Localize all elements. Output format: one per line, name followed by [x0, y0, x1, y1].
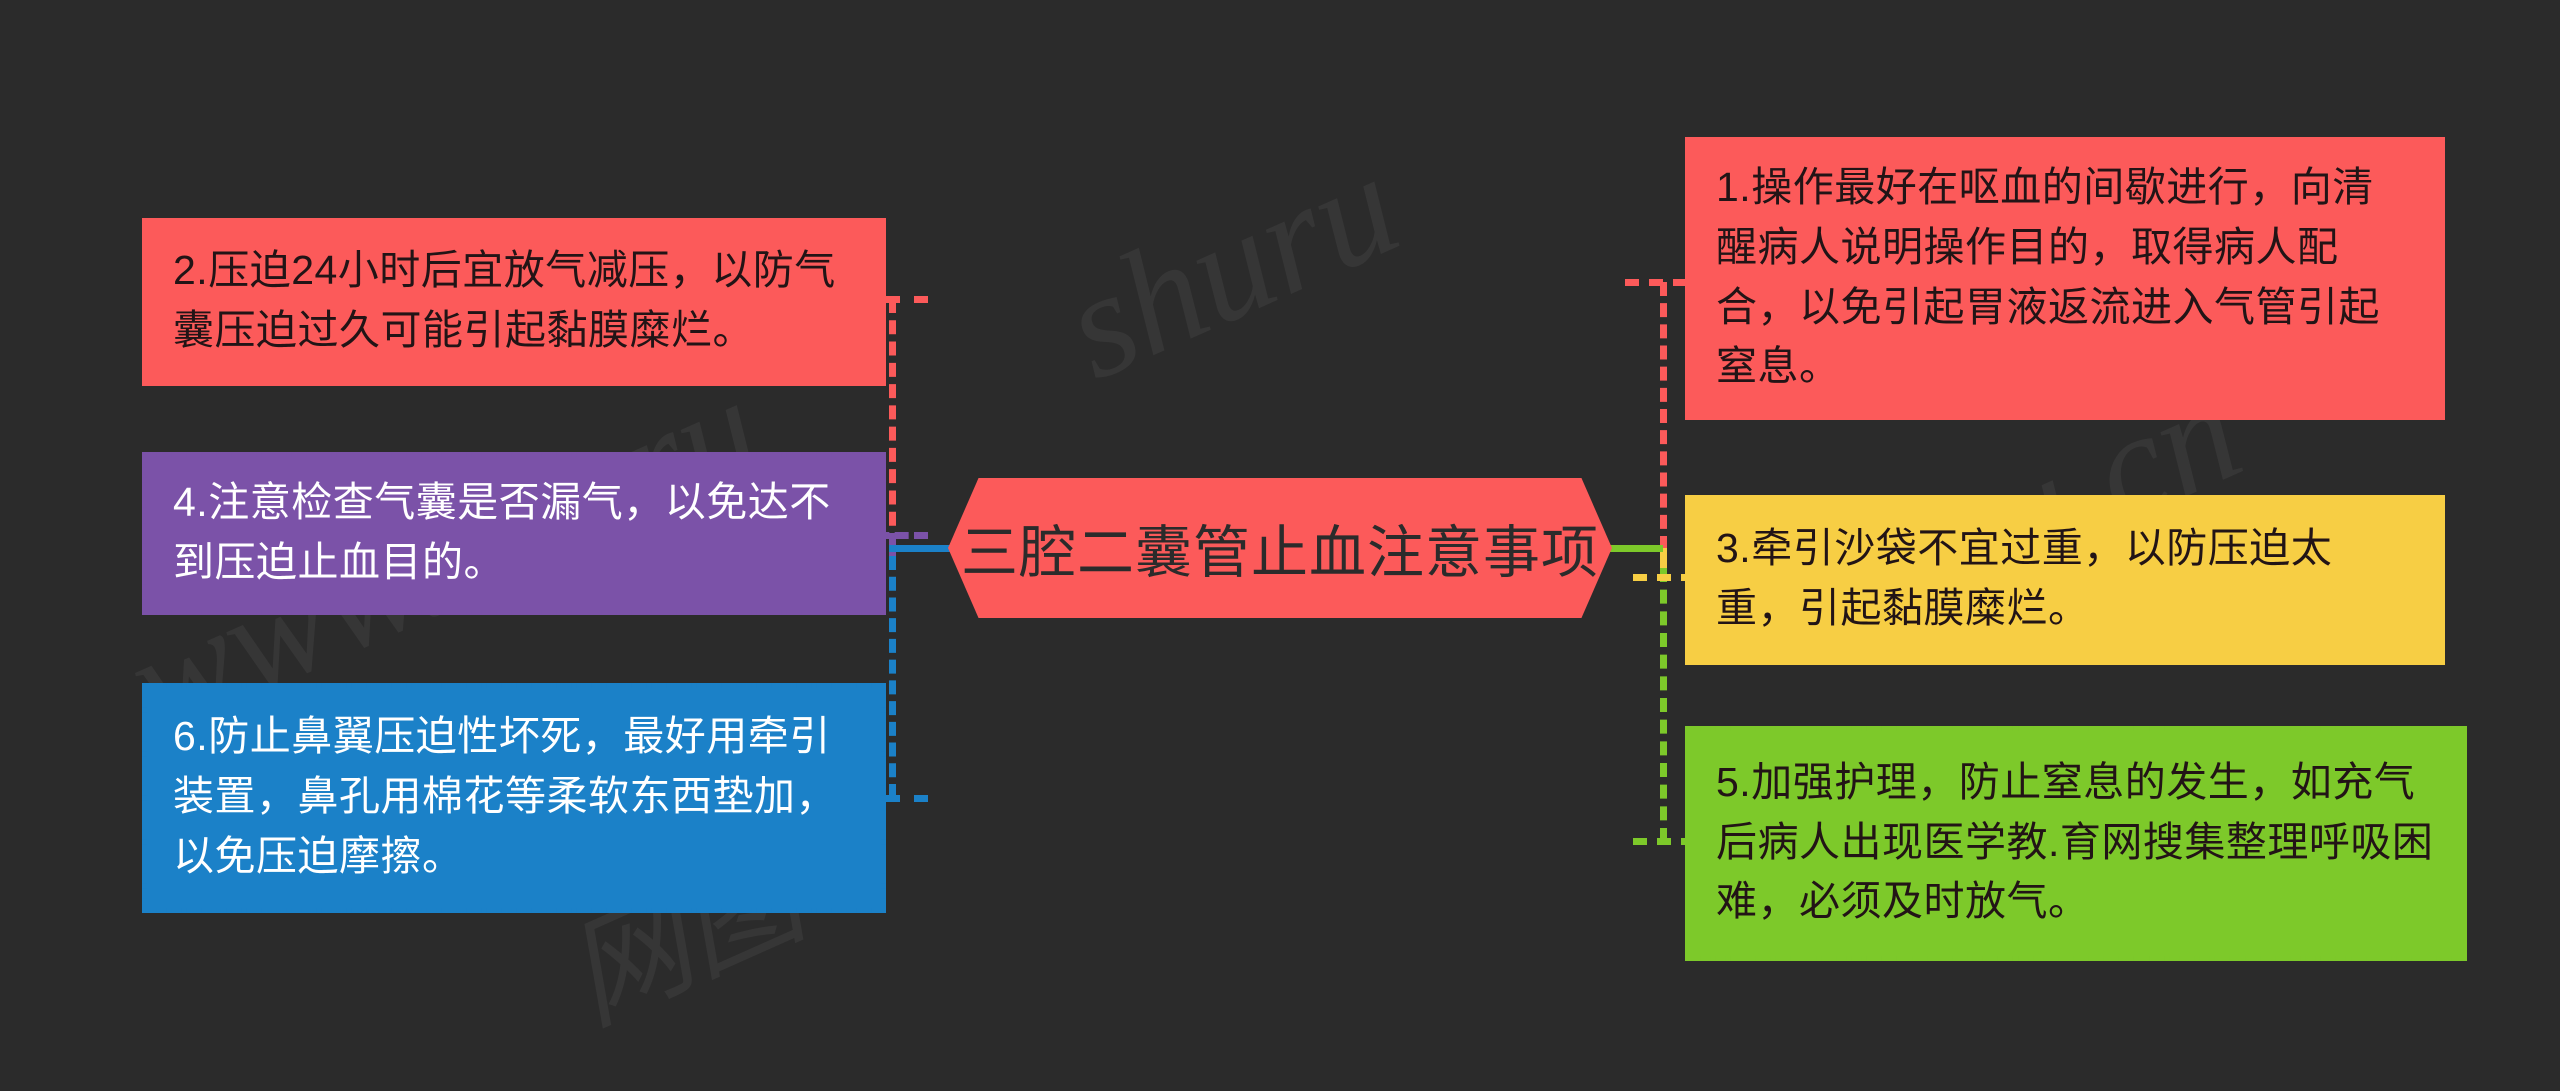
connector-right-green: [1660, 568, 1667, 842]
topic-node-4[interactable]: 4.注意检查气囊是否漏气，以免达不到压迫止血目的。: [142, 452, 886, 615]
topic-node-3[interactable]: 3.牵引沙袋不宜过重，以防压迫太重，引起黏膜糜烂。: [1685, 495, 2445, 665]
topic-node-2[interactable]: 2.压迫24小时后宜放气减压，以防气囊压迫过久可能引起黏膜糜烂。: [142, 218, 886, 386]
topic-node-6-text: 6.防止鼻翼压迫性坏死，最好用牵引装置，鼻孔用棉花等柔软东西垫加，以免压迫摩擦。: [173, 713, 837, 879]
topic-node-2-text: 2.压迫24小时后宜放气减压，以防气囊压迫过久可能引起黏膜糜烂。: [173, 247, 836, 353]
topic-node-6[interactable]: 6.防止鼻翼压迫性坏死，最好用牵引装置，鼻孔用棉花等柔软东西垫加，以免压迫摩擦。: [142, 683, 886, 913]
connector-stub-node-6: [886, 795, 928, 802]
connector-left-red: [889, 299, 896, 547]
connector-stub-node-4: [856, 532, 928, 539]
topic-node-1-text: 1.操作最好在呕血的间歇进行，向清醒病人说明操作目的，取得病人配合，以免引起胃液…: [1716, 163, 2380, 390]
topic-node-3-text: 3.牵引沙袋不宜过重，以防压迫太重，引起黏膜糜烂。: [1716, 525, 2333, 631]
connector-right-red: [1660, 282, 1667, 550]
topic-node-1[interactable]: 1.操作最好在呕血的间歇进行，向清醒病人说明操作目的，取得病人配合，以免引起胃液…: [1685, 137, 2445, 420]
connector-stub-node-2: [886, 296, 928, 303]
central-topic-title: 三腔二囊管止血注意事项: [961, 521, 1599, 585]
topic-node-5-text: 5.加强护理，防止窒息的发生，如充气后病人出现医学教.育网搜集整理呼吸困难，必须…: [1716, 758, 2434, 925]
topic-node-5[interactable]: 5.加强护理，防止窒息的发生，如充气后病人出现医学教.育网搜集整理呼吸困难，必须…: [1685, 726, 2467, 961]
connector-stub-node-3: [1633, 574, 1695, 581]
connector-center-right: [1601, 545, 1663, 552]
topic-node-4-text: 4.注意检查气囊是否漏气，以免达不到压迫止血目的。: [173, 478, 831, 585]
connector-stub-node-5: [1633, 838, 1695, 845]
central-topic-node[interactable]: 三腔二囊管止血注意事项: [948, 478, 1612, 618]
watermark-text: shuru: [1041, 120, 1421, 412]
connector-stub-node-1: [1625, 279, 1687, 286]
connector-left-blue: [889, 556, 896, 798]
connector-center-left: [889, 545, 955, 552]
connector-right-yellow: [1660, 548, 1667, 576]
